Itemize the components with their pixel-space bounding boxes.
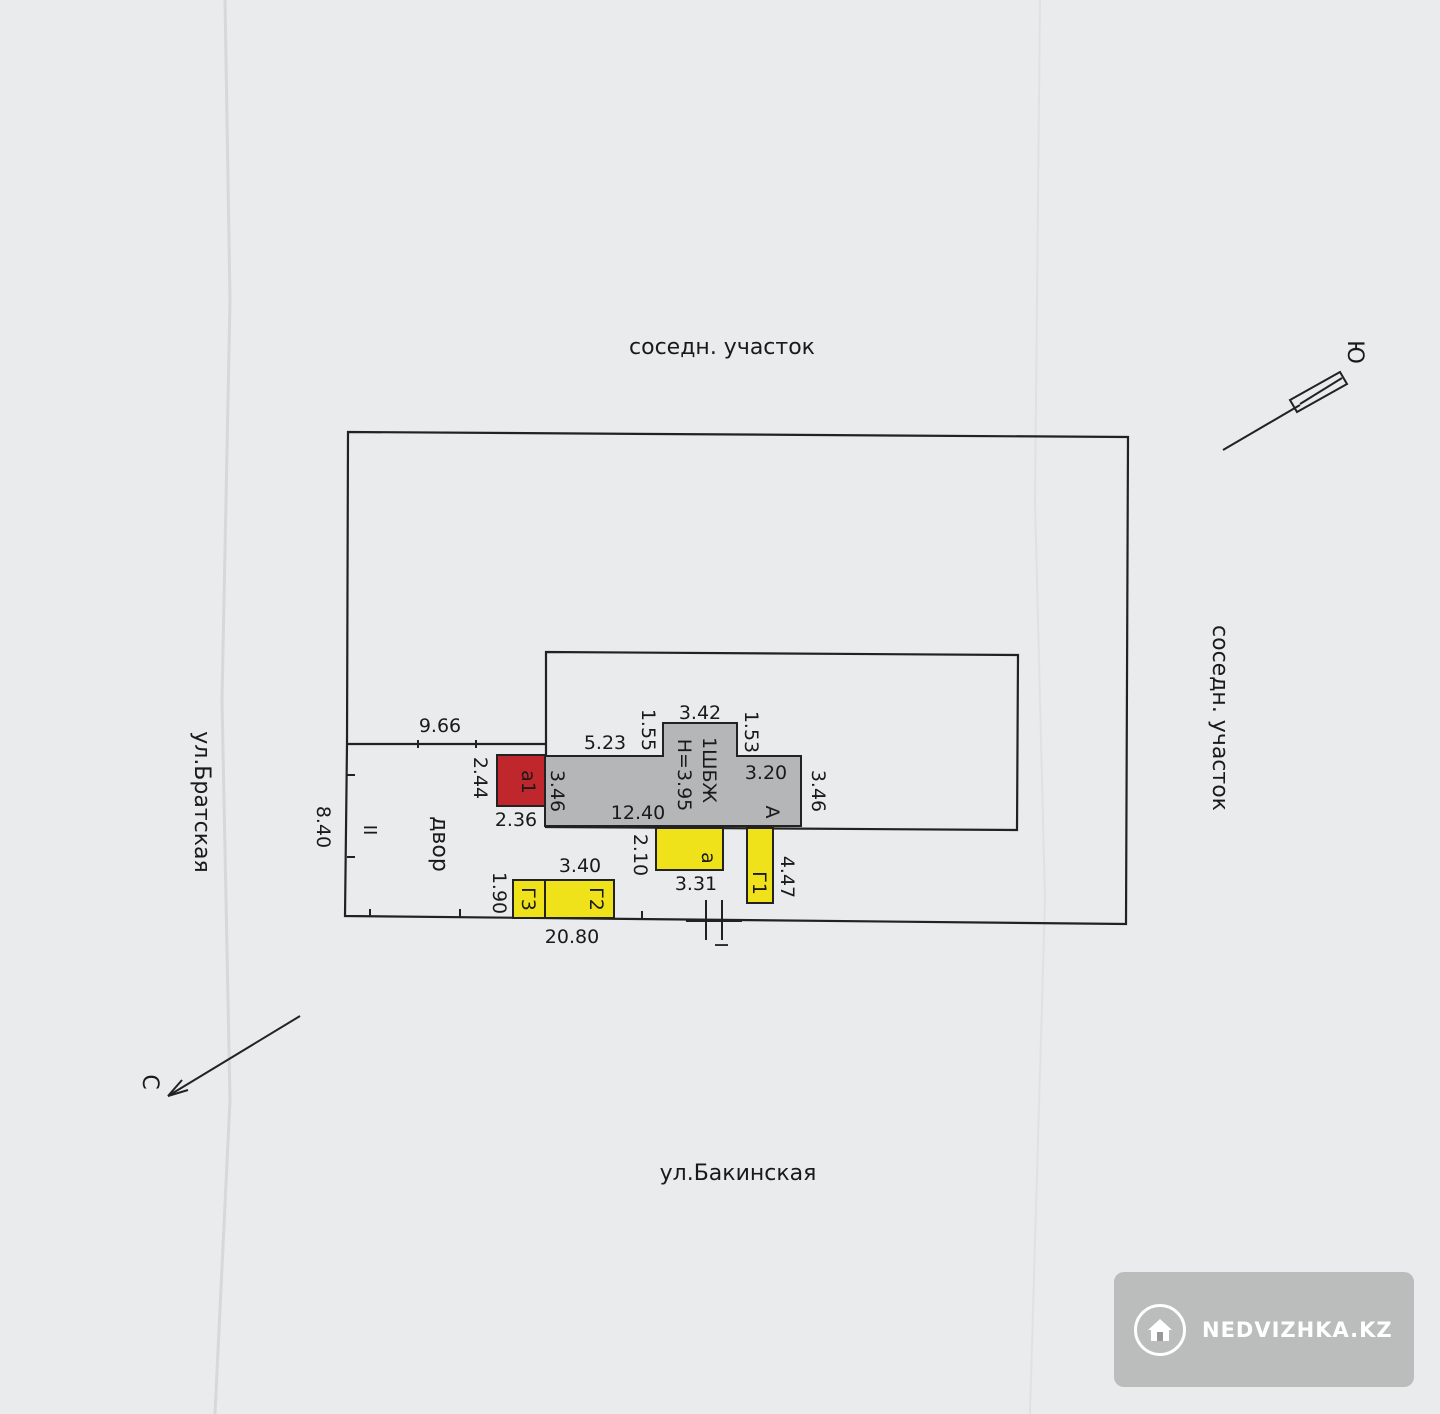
yard-label: двор: [427, 816, 452, 872]
dimension: 2.36: [495, 809, 537, 831]
dimension: 9.66: [419, 715, 461, 737]
dimension: 1.90: [488, 872, 510, 914]
section-mark: I: [710, 942, 731, 947]
structure-g1: [746, 827, 774, 904]
dimension: 3.46: [807, 770, 829, 812]
paper-crease: [213, 0, 232, 1414]
plot-outline: [343, 430, 1130, 926]
south-arrow-icon: [1222, 370, 1349, 451]
dimension: 3.46: [546, 770, 568, 812]
structure-g2: [544, 879, 615, 919]
building-letter: А: [761, 806, 783, 819]
main-building: [544, 722, 802, 827]
south-label: Ю: [1342, 340, 1367, 364]
north-label: С: [137, 1074, 162, 1089]
north-arrow-icon: [167, 1015, 301, 1097]
building-code: 1ШБЖ: [698, 737, 720, 803]
left-street-label: ул.Братская: [189, 731, 214, 873]
dimension: 3.31: [675, 873, 717, 895]
structure-g1-label: Г1: [748, 871, 770, 895]
dimension: 3.20: [745, 762, 787, 784]
yard-mark: II: [359, 825, 380, 836]
dimension: 2.10: [629, 834, 651, 876]
structure-a-label: а: [697, 852, 719, 864]
dimension: 1.53: [740, 711, 762, 753]
bottom-street-label: ул.Бакинская: [660, 1161, 817, 1186]
dimension: 3.40: [559, 855, 601, 877]
structure-a1-label: а1: [517, 770, 539, 794]
watermark-text: NEDVIZHKA.KZ: [1202, 1317, 1393, 1342]
dimension: 20.80: [545, 926, 599, 948]
structure-a1: [496, 754, 546, 807]
structure-a: [655, 827, 724, 871]
dimension: 1.55: [637, 709, 659, 751]
structure-g3-label: Г3: [517, 887, 539, 911]
watermark: NEDVIZHKA.KZ: [1114, 1272, 1414, 1387]
dimension: 4.47: [776, 856, 798, 898]
building-height: H=3.95: [673, 739, 695, 812]
structure-g3: [512, 879, 546, 919]
gate-symbol: [686, 900, 742, 940]
paper-crease: [1029, 0, 1047, 1414]
dimension: 3.42: [679, 702, 721, 724]
dimension: 8.40: [312, 806, 334, 848]
dimension: 5.23: [584, 732, 626, 754]
yard-ticks: [347, 740, 643, 919]
right-neighbor-label: соседн. участок: [1207, 625, 1232, 811]
structure-g2-label: Г2: [585, 887, 607, 911]
house-icon: [1134, 1303, 1186, 1356]
dimension: 2.44: [469, 757, 491, 799]
top-neighbor-label: соседн. участок: [629, 335, 815, 360]
dimension: 12.40: [611, 802, 665, 824]
